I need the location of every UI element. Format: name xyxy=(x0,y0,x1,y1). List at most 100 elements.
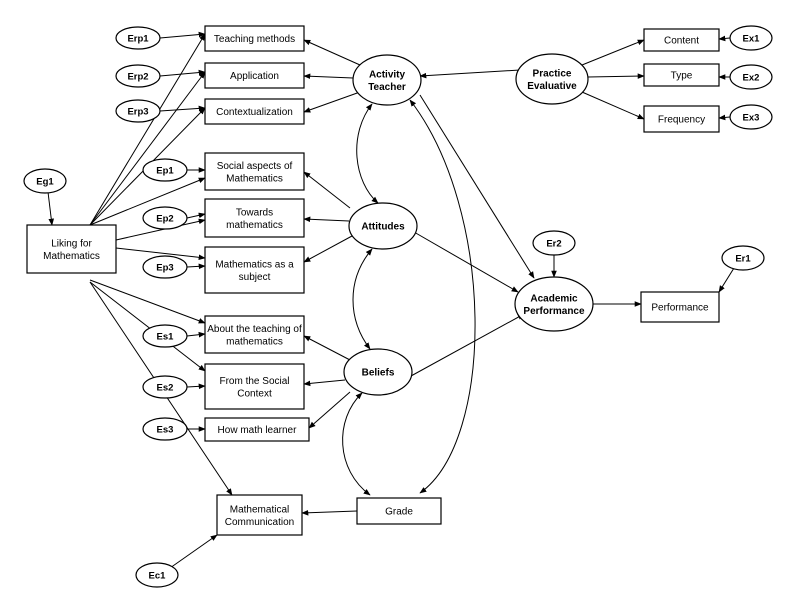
latent-attitudes xyxy=(348,202,418,250)
path-arrow xyxy=(303,235,353,263)
node-label: Beliefs xyxy=(362,368,395,379)
node-label: mathematics xyxy=(226,336,283,347)
path-arrow xyxy=(301,509,358,516)
path-arrow xyxy=(159,69,206,77)
path-arrow xyxy=(352,248,373,350)
path-arrow xyxy=(303,379,346,387)
node-label: Es1 xyxy=(157,332,175,343)
latent-academic-performance xyxy=(514,276,594,332)
node-label: Social aspects of xyxy=(217,161,293,172)
path-arrow xyxy=(186,331,206,338)
node-label: Context xyxy=(237,388,272,399)
error-erp3 xyxy=(115,99,161,123)
node-label: About the teaching of xyxy=(207,324,302,335)
node-label: Es2 xyxy=(157,383,174,394)
path-arrow xyxy=(413,231,519,293)
path-arrow xyxy=(303,216,350,223)
path-arrow xyxy=(410,313,525,377)
latent-activity-teacher xyxy=(352,54,422,106)
error-es3 xyxy=(142,417,188,441)
node-label: Ep1 xyxy=(156,166,174,177)
diagram-nodes: Teaching methodsApplicationContextualiza… xyxy=(23,25,773,588)
error-ex3 xyxy=(729,104,773,130)
error-es1 xyxy=(142,324,188,348)
latent-practice-evaluative xyxy=(515,53,589,105)
path-arrow xyxy=(581,39,645,66)
observed-towards-math xyxy=(204,198,305,238)
node-label: mathematics xyxy=(226,220,283,231)
node-label: Ep2 xyxy=(156,214,173,225)
node-label: Ec1 xyxy=(149,571,167,582)
path-arrow xyxy=(342,392,371,496)
node-label: Mathematics xyxy=(43,251,100,262)
error-ex1 xyxy=(729,25,773,51)
node-label: Er2 xyxy=(546,239,561,250)
path-arrow xyxy=(186,263,206,270)
path-arrow xyxy=(303,73,354,80)
error-erp1 xyxy=(115,26,161,50)
path-arrow xyxy=(47,191,55,226)
observed-liking xyxy=(26,224,117,274)
observed-type xyxy=(643,63,720,87)
node-label: Application xyxy=(230,71,279,82)
node-label: From the Social xyxy=(219,376,289,387)
observed-math-subject xyxy=(204,246,305,294)
node-label: Teacher xyxy=(368,82,406,93)
node-label: How math learner xyxy=(218,425,298,436)
observed-about-teaching xyxy=(204,315,305,354)
observed-contextualization xyxy=(204,98,305,125)
node-label: Ex2 xyxy=(743,73,760,84)
path-arrow xyxy=(587,73,645,79)
path-arrow xyxy=(89,177,206,226)
observed-social-aspects xyxy=(204,152,305,191)
path-arrow xyxy=(718,267,735,293)
path-arrow xyxy=(115,247,206,261)
node-label: Liking for xyxy=(51,238,92,249)
path-arrow xyxy=(159,105,206,112)
path-arrow xyxy=(159,31,206,39)
node-label: Es3 xyxy=(157,425,174,436)
path-arrow xyxy=(89,279,206,324)
path-arrow xyxy=(419,94,535,279)
node-label: Erp1 xyxy=(127,34,149,45)
observed-teaching-methods xyxy=(204,25,305,52)
error-es2 xyxy=(142,375,188,399)
path-arrow xyxy=(718,114,731,121)
node-label: Performance xyxy=(523,306,585,317)
node-label: Mathematical xyxy=(230,504,289,515)
node-label: Ex1 xyxy=(743,34,761,45)
path-arrow xyxy=(89,71,206,226)
observed-application xyxy=(204,62,305,89)
node-label: Eg1 xyxy=(36,177,54,188)
node-label: Activity xyxy=(369,69,406,80)
error-ep1 xyxy=(142,158,188,182)
observed-grade xyxy=(356,497,442,525)
node-label: Teaching methods xyxy=(214,34,295,45)
path-arrow xyxy=(169,534,218,569)
error-erp2 xyxy=(115,64,161,88)
path-arrow xyxy=(581,91,645,120)
error-eg1 xyxy=(23,168,67,194)
node-label: Evaluative xyxy=(527,81,577,92)
path-arrow xyxy=(89,281,206,372)
path-arrow xyxy=(308,391,351,429)
path-arrow xyxy=(409,99,476,494)
error-ex2 xyxy=(729,64,773,90)
node-label: Practice xyxy=(533,68,572,79)
node-label: Academic xyxy=(530,293,578,304)
observed-performance xyxy=(640,291,720,323)
error-ep3 xyxy=(142,255,188,279)
error-er1 xyxy=(721,245,765,271)
path-arrow xyxy=(303,91,361,113)
path-arrow xyxy=(186,212,206,219)
path-arrow xyxy=(303,171,351,209)
node-label: Grade xyxy=(385,507,413,518)
node-label: Content xyxy=(664,36,699,47)
observed-social-context xyxy=(204,363,305,410)
latent-beliefs xyxy=(343,348,413,396)
error-ec1 xyxy=(135,562,179,588)
observed-math-comm xyxy=(216,494,303,536)
node-label: Ep3 xyxy=(156,263,173,274)
error-ep2 xyxy=(142,206,188,230)
path-arrow xyxy=(356,103,379,204)
